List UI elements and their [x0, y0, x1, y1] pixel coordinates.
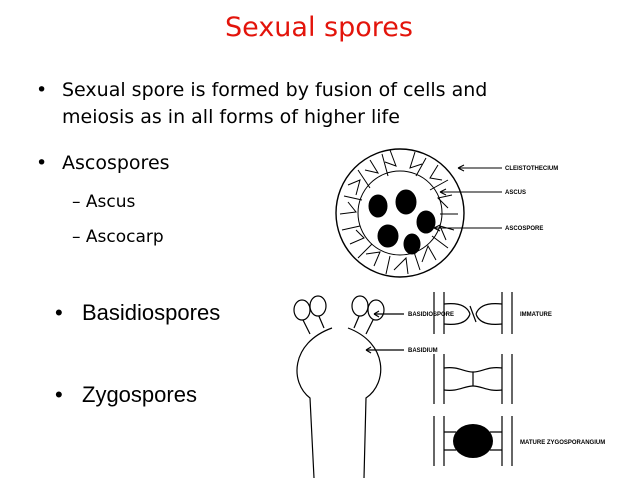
zygosporangium-illustration: IMMATURE MATURE ZYGOSPORANGIUM: [433, 292, 605, 466]
sub-bullet-ascus: – Ascus: [72, 192, 136, 212]
zygosporangium-shape: [453, 424, 493, 458]
label-basidium: BASIDIUM: [408, 348, 438, 354]
cleistothecium-illustration: CLEISTOTHECIUM ASCUS ASCOSPORE: [335, 148, 558, 278]
basidium-illustration: BASIDIOSPORE BASIDIUM: [293, 295, 454, 479]
bullet-text: Basidiospores: [82, 300, 221, 325]
bullet-ascospores: • Ascospores: [36, 150, 170, 177]
bullet-dot: •: [55, 300, 63, 325]
bullet-text: Ascospores: [62, 152, 170, 174]
label-ascospore: ASCOSPORE: [505, 226, 543, 232]
sub-bullet-ascocarp: – Ascocarp: [72, 227, 164, 247]
slide-title: Sexual spores: [225, 12, 413, 43]
bullet-sexual-spore: • Sexual spore is formed by fusion of ce…: [36, 77, 602, 131]
label-immature: IMMATURE: [520, 312, 552, 318]
bullet-dot: •: [36, 152, 48, 174]
bullet-basidiospores: • Basidiospores: [55, 299, 221, 326]
bullet-dot: •: [36, 79, 48, 101]
label-basidiospore: BASIDIOSPORE: [408, 312, 454, 318]
label-ascus: ASCUS: [505, 190, 526, 196]
bullet-zygospores: • Zygospores: [55, 381, 197, 408]
label-cleistothecium: CLEISTOTHECIUM: [505, 166, 558, 172]
label-mature-zygosporangium: MATURE ZYGOSPORANGIUM: [520, 440, 605, 446]
bullet-dot: •: [55, 382, 63, 407]
bullet-text-line1: Sexual spore is formed by fusion of cell…: [62, 79, 488, 101]
bullet-text-line2: meiosis as in all forms of higher life: [62, 106, 400, 128]
bullet-text: Zygospores: [82, 382, 197, 407]
